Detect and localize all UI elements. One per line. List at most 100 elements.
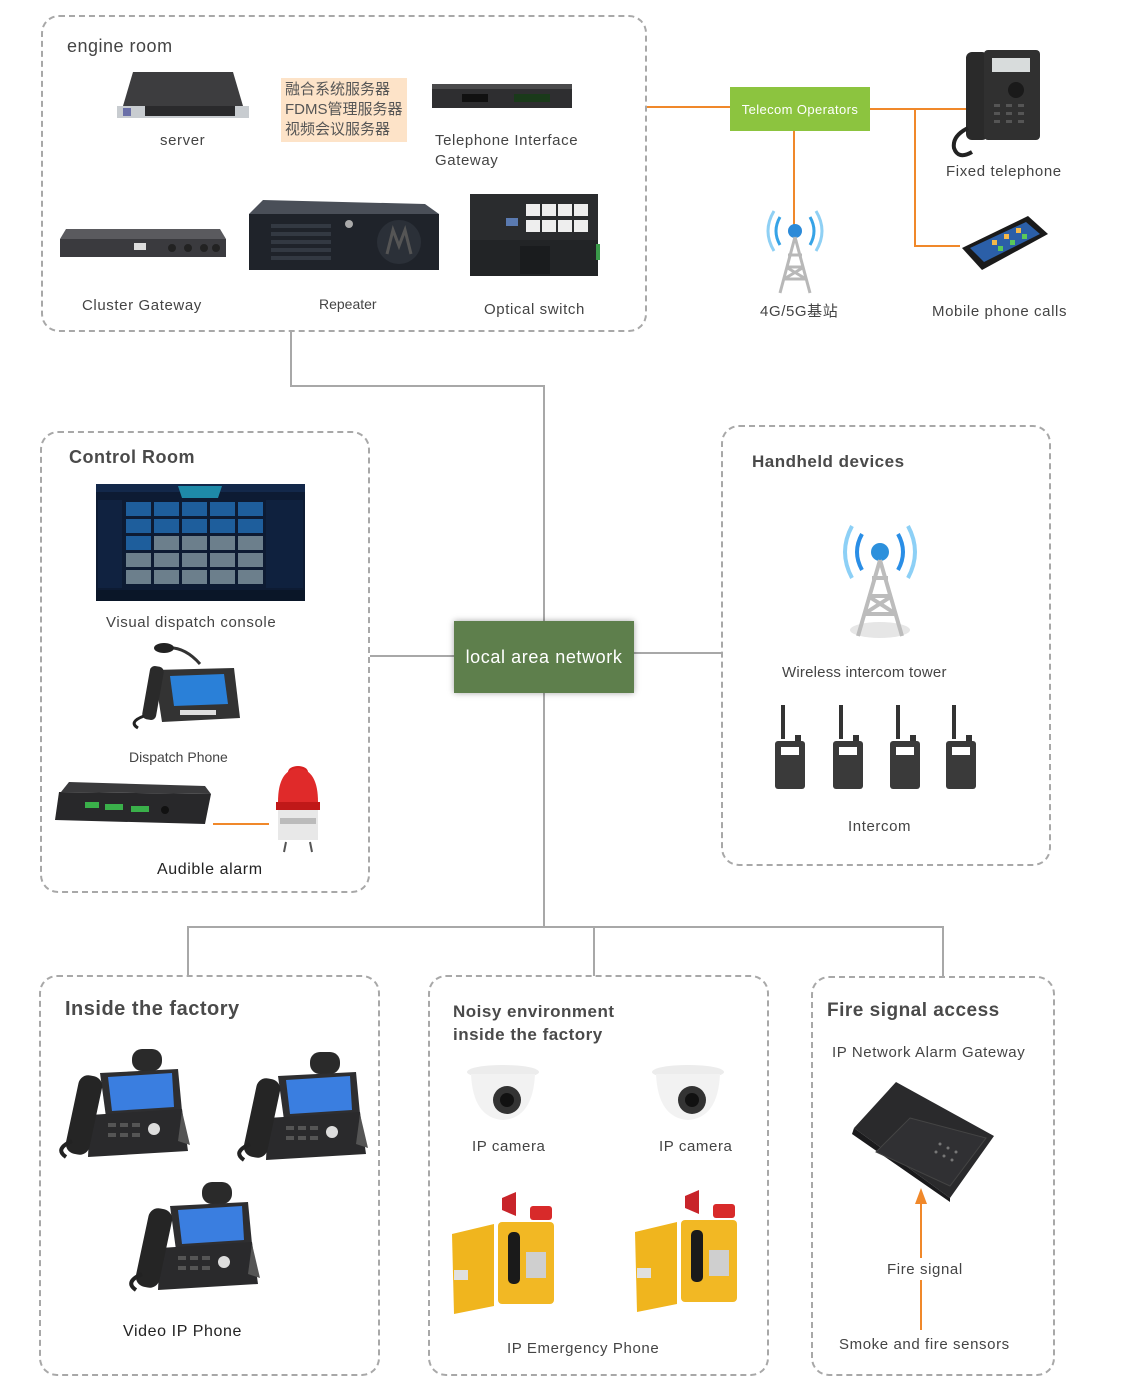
ip-emergency-phone-icon <box>452 1192 554 1314</box>
console-tile <box>126 570 151 584</box>
ip-camera-1-label: IP camera <box>472 1138 546 1155</box>
ip-emergency-phone-icon <box>635 1190 737 1312</box>
link-to-lan-top <box>543 385 545 621</box>
intercom-radio-icon <box>946 705 976 789</box>
console-tile <box>238 536 263 550</box>
console-tile <box>210 536 235 550</box>
warning-light-icon <box>276 766 320 853</box>
link-to-fire <box>942 926 944 977</box>
engine-room-title: engine room <box>67 36 173 56</box>
link-alarm-light <box>213 823 269 825</box>
console-tile <box>182 519 207 533</box>
fire-signal-arrow-line-upper <box>920 1200 922 1258</box>
control-room-panel <box>40 431 370 893</box>
console-tile <box>238 502 263 516</box>
link-to-mobile <box>914 245 960 247</box>
engine-room-panel <box>41 15 647 332</box>
console-tile <box>182 502 207 516</box>
intercom-label: Intercom <box>848 818 912 835</box>
server-icon <box>117 72 249 118</box>
smoke-sensors-label: Smoke and fire sensors <box>839 1336 1010 1353</box>
wireless-tower-icon <box>843 525 917 638</box>
cluster-gateway-icon <box>60 229 226 257</box>
intercom-radio-icon <box>890 705 920 789</box>
server-role-2: FDMS管理服务器 <box>285 101 403 118</box>
console-tile <box>238 570 263 584</box>
console-tile <box>182 553 207 567</box>
dispatch-phone-label: Dispatch Phone <box>129 749 228 765</box>
console-tile <box>126 519 151 533</box>
link-telecom-basestation <box>793 131 795 231</box>
arrow-up-icon <box>915 1188 927 1204</box>
control-room-title: Control Room <box>69 447 195 467</box>
lan-box: local area network <box>454 621 634 693</box>
fire-signal-label: Fire signal <box>887 1261 963 1278</box>
visual-dispatch-console-screen <box>96 484 305 601</box>
link-engine-down <box>290 331 292 386</box>
console-tile <box>238 553 263 567</box>
noisy-title-2: inside the factory <box>453 1025 603 1044</box>
fixed-telephone-label: Fixed telephone <box>946 163 1062 180</box>
ip-camera-2-label: IP camera <box>659 1138 733 1155</box>
link-engine-telecom <box>647 106 731 108</box>
fire-title: Fire signal access <box>827 1000 1000 1021</box>
server-roles-box: 融合系统服务器 FDMS管理服务器 视频会议服务器 <box>281 78 407 142</box>
console-tile <box>154 570 179 584</box>
dispatch-phone-icon <box>132 643 240 730</box>
factory-title: Inside the factory <box>65 998 240 1020</box>
link-to-factory <box>187 926 189 976</box>
video-ip-phone-icon <box>129 1182 260 1292</box>
telephone-gateway-label-2: Gateway <box>435 152 499 169</box>
telephone-gateway-icon <box>432 84 572 108</box>
visual-console-label: Visual dispatch console <box>106 614 277 631</box>
cluster-gateway-label: Cluster Gateway <box>82 297 202 314</box>
link-lan-bottom <box>543 692 545 927</box>
link-lan-handheld <box>634 652 722 654</box>
fire-signal-arrow-line-lower <box>920 1280 922 1330</box>
repeater-label: Repeater <box>319 296 377 312</box>
ip-camera-icon <box>467 1065 539 1120</box>
optical-switch-label: Optical switch <box>484 301 585 318</box>
alarm-gateway-label: IP Network Alarm Gateway <box>832 1044 1026 1061</box>
video-ip-phone-label: Video IP Phone <box>123 1323 243 1340</box>
console-tile <box>154 502 179 516</box>
optical-switch-icon <box>470 194 600 276</box>
video-ip-phone-icon <box>59 1049 190 1159</box>
alarm-controller-icon <box>55 782 211 824</box>
mobile-calls-label: Mobile phone calls <box>932 303 1068 320</box>
telecom-operators-box: Telecom Operators <box>730 87 870 131</box>
console-tile <box>210 519 235 533</box>
repeater-icon <box>249 200 439 270</box>
console-tile <box>154 536 179 550</box>
ip-emergency-phone-label: IP Emergency Phone <box>507 1340 660 1357</box>
video-ip-phone-icon <box>237 1052 368 1162</box>
console-tile <box>182 570 207 584</box>
link-telecom-phones <box>870 108 968 110</box>
base-station-label: 4G/5G基站 <box>760 303 839 320</box>
intercom-radios <box>775 705 980 790</box>
console-tile <box>126 536 151 550</box>
intercom-radio-icon <box>775 705 805 789</box>
base-station-tower-icon <box>766 210 824 294</box>
handheld-title: Handheld devices <box>752 452 905 471</box>
link-engine-horizontal <box>290 385 545 387</box>
server-role-1: 融合系统服务器 <box>285 81 391 98</box>
link-bottom-bus <box>187 926 944 928</box>
alarm-gateway-icon <box>852 1082 994 1202</box>
telephone-gateway-label-1: Telephone Interface <box>435 132 579 149</box>
console-tile <box>182 536 207 550</box>
noisy-title-1: Noisy environment <box>453 1002 615 1021</box>
factory-panel <box>39 975 380 1376</box>
mobile-phone-icon <box>962 216 1048 270</box>
console-tile <box>126 502 151 516</box>
fixed-telephone-icon <box>951 50 1040 158</box>
fire-panel <box>811 976 1055 1376</box>
console-tile <box>154 519 179 533</box>
server-label: server <box>160 132 206 149</box>
console-tile <box>210 570 235 584</box>
intercom-radio-icon <box>833 705 863 789</box>
link-control-lan <box>370 655 454 657</box>
console-tile <box>210 502 235 516</box>
wireless-tower-label: Wireless intercom tower <box>782 664 947 681</box>
console-tile <box>238 519 263 533</box>
